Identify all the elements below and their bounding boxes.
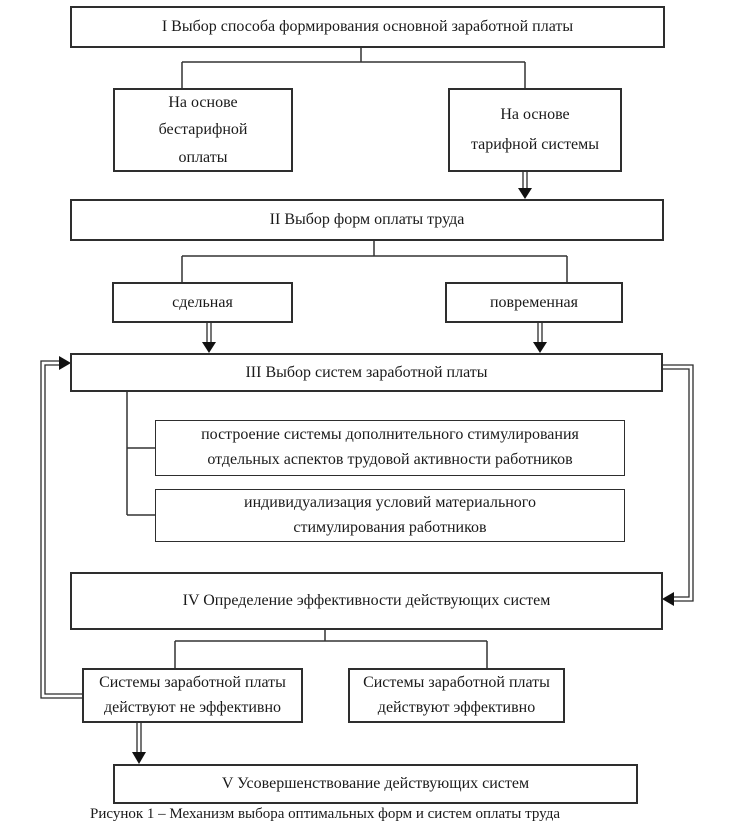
connector-step3-suboptions: [126, 392, 155, 516]
option-time-based-label: повременная: [489, 293, 579, 311]
suboption-individualization-label: индивидуализация условий материального с…: [244, 493, 536, 536]
arrow-ineffective-to-step5: [132, 723, 146, 764]
arrow-tariff-to-step2: [518, 172, 532, 199]
outcome-effective-label: Системы заработной платы действуют эффек…: [363, 673, 550, 716]
flow-step-5-label: V Усовершенствование действующих систем: [221, 775, 530, 793]
flow-step-1-label: I Выбор способа формирования основной за…: [161, 18, 574, 36]
outcome-ineffective: Системы заработной платы действуют не эф…: [82, 668, 303, 723]
feedback-ineffective-to-step3: [40, 356, 82, 699]
option-tariff-free-label: На основе бестарифной оплаты: [158, 93, 248, 166]
option-time-based: повременная: [445, 282, 623, 323]
option-tariff-based: На основе тарифной системы: [448, 88, 622, 172]
suboption-supplementary-stimulation: построение системы дополнительного стиму…: [155, 420, 625, 476]
arrow-timebased-to-step3: [533, 323, 547, 353]
flow-step-2: II Выбор форм оплаты труда: [70, 199, 664, 241]
option-tariff-based-label: На основе тарифной системы: [470, 105, 600, 153]
connector-branch-level2: [181, 241, 568, 282]
flow-step-4-label: IV Определение эффективности действующих…: [182, 592, 551, 610]
figure-caption: Рисунок 1 – Механизм выбора оптимальных …: [0, 806, 650, 823]
option-piecework: сдельная: [112, 282, 293, 323]
connector-branch-level1: [181, 48, 526, 88]
connector-branch-level4: [174, 630, 488, 668]
flow-step-2-label: II Выбор форм оплаты труда: [269, 211, 465, 229]
outcome-ineffective-label: Системы заработной платы действуют не эф…: [99, 673, 286, 716]
figure-caption-text: Рисунок 1 – Механизм выбора оптимальных …: [90, 806, 560, 822]
option-tariff-free: На основе бестарифной оплаты: [113, 88, 293, 172]
flow-step-1: I Выбор способа формирования основной за…: [70, 6, 665, 48]
feedback-step3-to-step4: [662, 364, 694, 606]
outcome-effective: Системы заработной платы действуют эффек…: [348, 668, 565, 723]
flow-step-4: IV Определение эффективности действующих…: [70, 572, 663, 630]
suboption-supplementary-stimulation-label: построение системы дополнительного стиму…: [201, 426, 579, 468]
flow-step-3: III Выбор систем заработной платы: [70, 353, 663, 392]
flow-step-5: V Усовершенствование действующих систем: [113, 764, 638, 804]
option-piecework-label: сдельная: [172, 293, 233, 311]
suboption-individualization: индивидуализация условий материального с…: [155, 489, 625, 542]
flow-step-3-label: III Выбор систем заработной платы: [245, 363, 488, 381]
arrow-piecework-to-step3: [202, 323, 216, 353]
